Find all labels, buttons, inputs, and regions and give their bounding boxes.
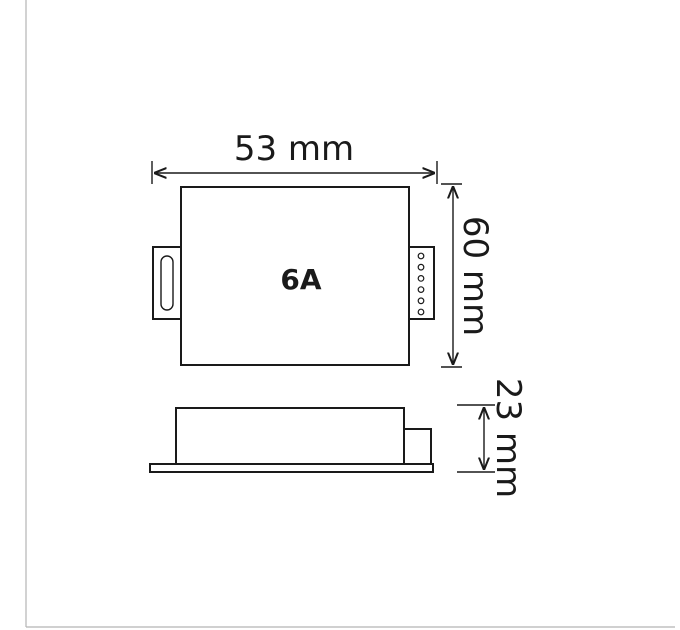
mounting-slot: [160, 255, 174, 311]
device-body-side: [175, 407, 405, 465]
top-view: 53 mm 6A 60 mm: [151, 129, 495, 368]
side-view: 23 mm: [149, 378, 528, 498]
connector-pin: [417, 263, 425, 271]
device-label: 6A: [280, 263, 321, 296]
connector-pin: [417, 286, 425, 294]
side-connector: [403, 428, 432, 465]
height-dimension-label: 23 mm: [488, 378, 528, 498]
connector-pin: [417, 275, 425, 282]
connector-pins: [417, 252, 425, 316]
right-connector: [408, 246, 435, 320]
connector-pin: [417, 252, 425, 260]
left-mounting-tab: [152, 246, 182, 320]
connector-pin: [417, 308, 425, 316]
base-plate: [149, 463, 434, 473]
width-dimension-label: 53 mm: [234, 129, 354, 169]
length-dimension-label: 60 mm: [455, 216, 495, 336]
connector-pin: [417, 297, 425, 305]
